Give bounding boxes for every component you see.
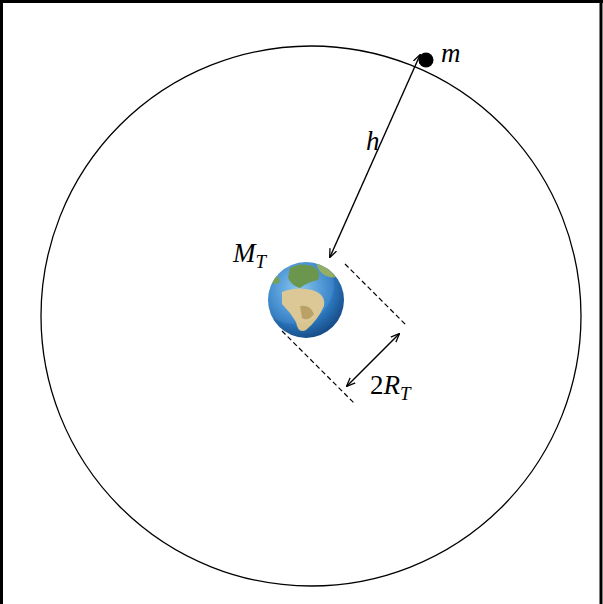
satellite-dot (419, 53, 434, 68)
frame-top (0, 0, 603, 3)
orbit-circle (41, 46, 581, 586)
earth-mass-label: MT (233, 240, 266, 267)
mass-label: m (441, 40, 461, 67)
diameter-label: 2RT (370, 372, 411, 399)
height-arrow (330, 55, 420, 257)
dimension-extension (282, 331, 354, 403)
height-label: h (366, 128, 380, 155)
frame-left (0, 0, 3, 604)
dimension-extension (345, 264, 407, 326)
frame-right (600, 0, 603, 604)
earth-picture (254, 244, 344, 338)
